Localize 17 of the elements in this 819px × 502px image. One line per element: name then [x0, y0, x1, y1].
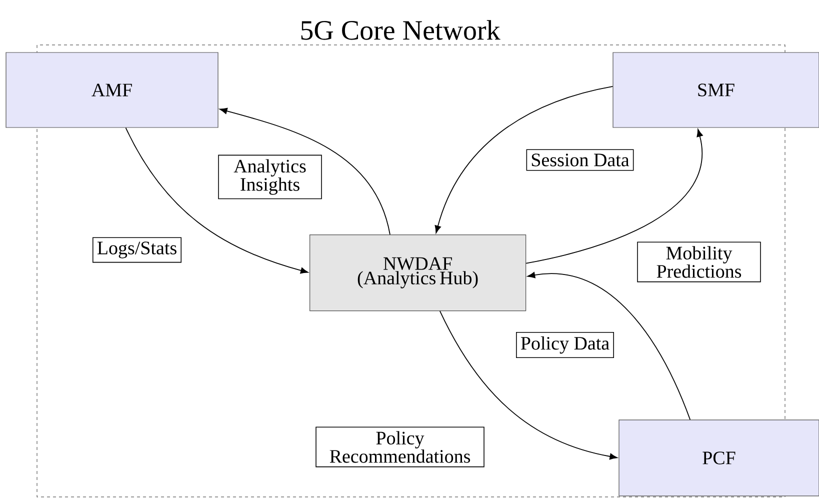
arrow	[220, 108, 390, 235]
arrow	[526, 129, 703, 264]
arrow	[434, 86, 614, 234]
edge-label: Session Data	[526, 149, 634, 171]
network-function-box: AMF	[6, 52, 218, 128]
arrow	[125, 127, 308, 274]
hub-box: NWDAF (Analytics Hub)	[310, 234, 526, 312]
network-function-box: PCF	[618, 420, 819, 496]
edge-label: Analytics Insights	[218, 154, 322, 200]
edge-label: Mobility Predictions	[637, 242, 761, 282]
arrow	[439, 310, 618, 460]
edge-label: Logs/Stats	[92, 237, 182, 263]
edge-label: Policy Recommendations	[316, 426, 484, 468]
node-label: 5G Core Network	[301, 20, 500, 40]
edge-label: Policy Data	[516, 332, 614, 358]
arrow	[527, 272, 691, 420]
network-function-box: SMF	[612, 52, 819, 128]
